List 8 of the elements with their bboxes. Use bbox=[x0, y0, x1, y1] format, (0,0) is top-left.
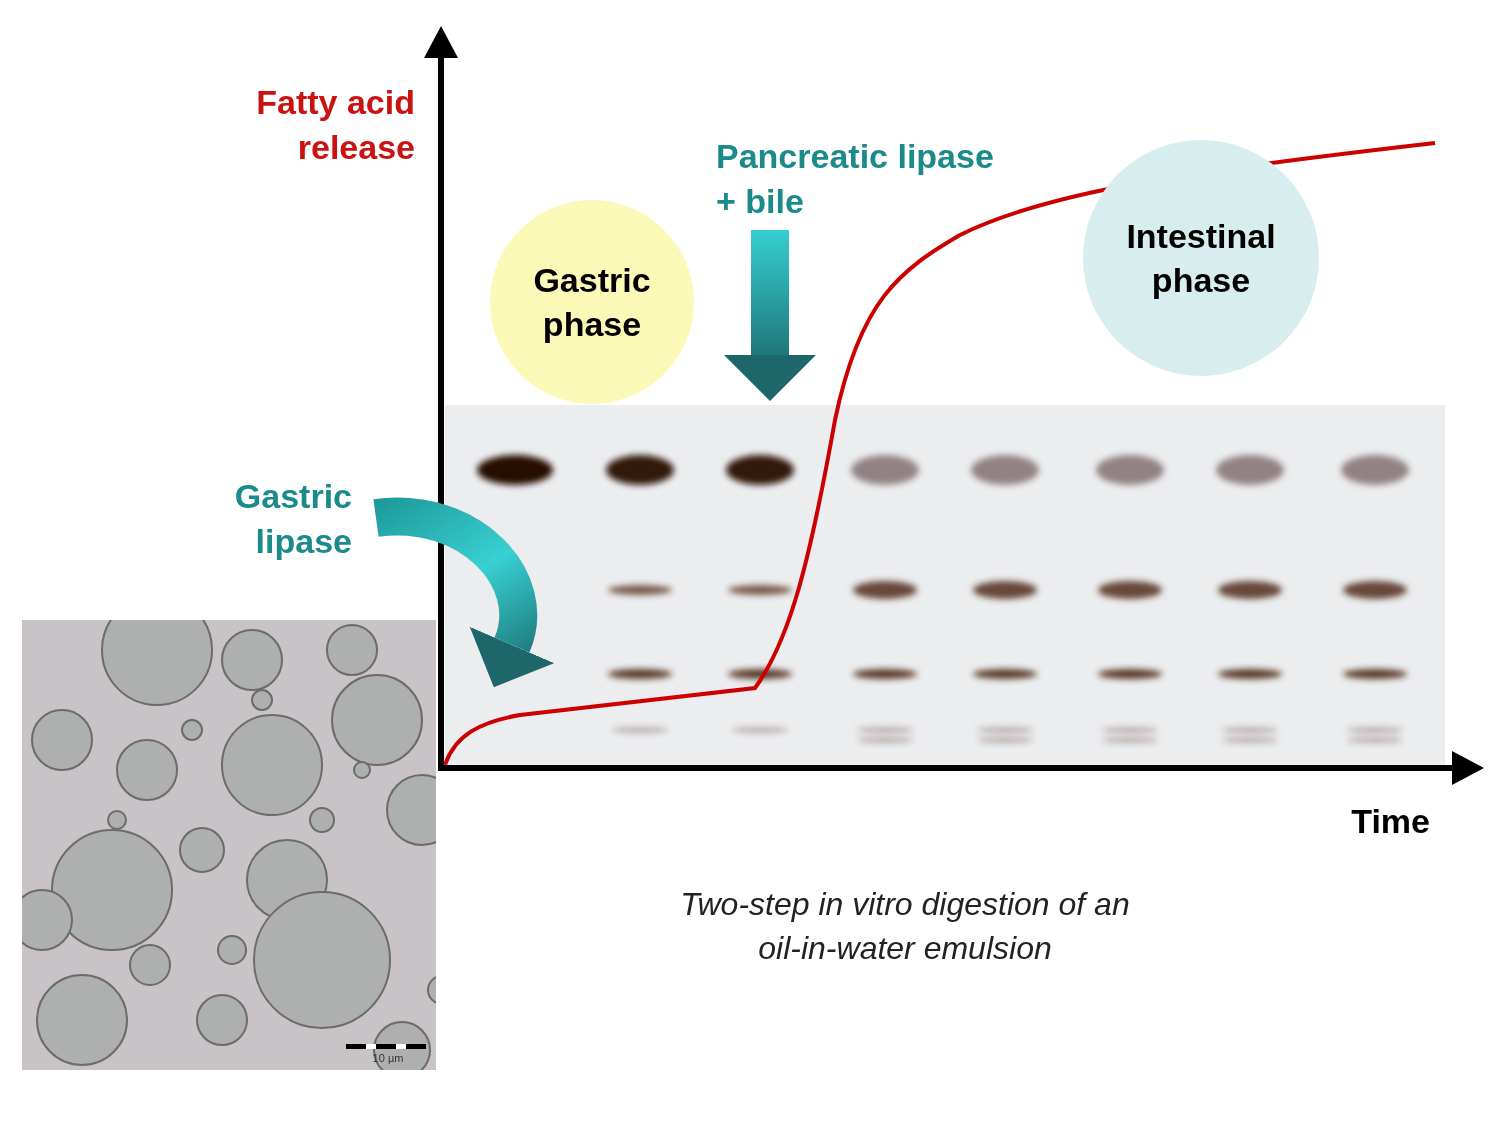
gradient-arrow bbox=[724, 230, 816, 401]
caption: Two-step in vitro digestion of an oil-in-water emulsion bbox=[679, 885, 1131, 969]
annotation-label: Pancreatic lipase + bile bbox=[716, 134, 1006, 228]
scale-label: 10 µm bbox=[371, 1051, 405, 1066]
axis-label: Fatty acid release bbox=[255, 82, 415, 168]
microscope-photo-placeholder bbox=[22, 620, 436, 1070]
annotation-label: Gastric lipase bbox=[160, 474, 352, 568]
axis-label: Time bbox=[1350, 801, 1430, 842]
